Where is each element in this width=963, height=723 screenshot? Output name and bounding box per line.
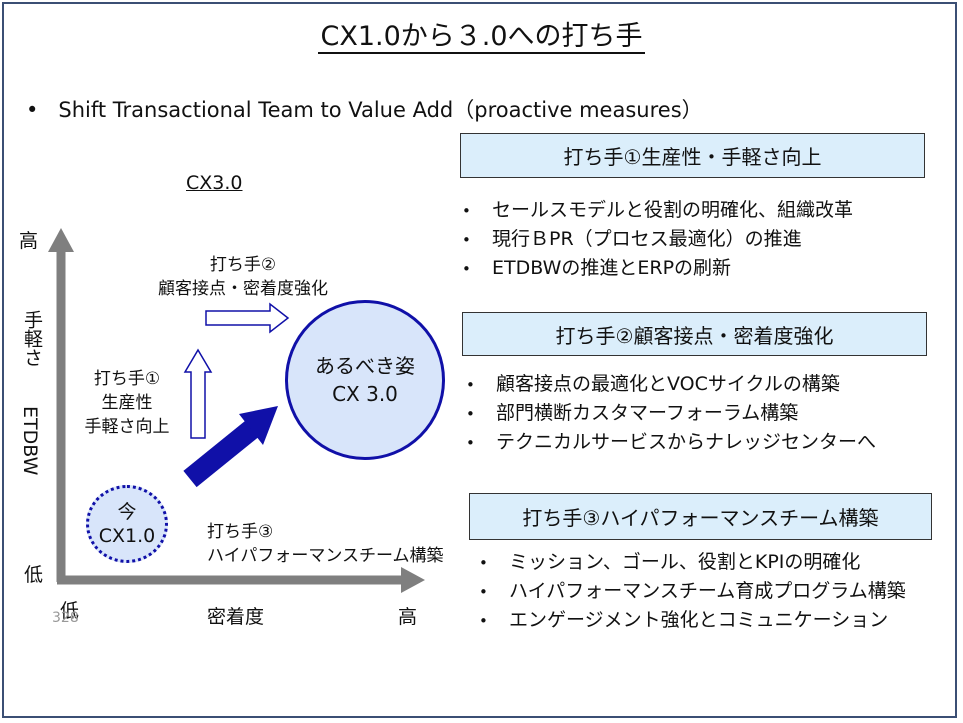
list-item: エンゲージメント強化とコミュニケーション (479, 606, 906, 635)
section3-list: ミッション、ゴール、役割とKPIの明確化 ハイパフォーマンスチーム育成プログラム… (479, 548, 906, 635)
x-axis-high-label: 高 (398, 606, 418, 628)
y-axis-arrowhead (48, 228, 74, 252)
y-axis-high-label: 高 (19, 230, 39, 252)
x-axis-label: 密着度 (207, 606, 265, 628)
subtitle-text: Shift Transactional Team to Value Add（pr… (58, 98, 703, 122)
measure3-label-line2: ハイパフォーマンスチーム構築 (207, 546, 444, 566)
section1-heading: 打ち手①生産性・手軽さ向上 (460, 133, 925, 178)
current-state-line2: CX1.0 (98, 525, 156, 547)
measure1-label-line2: 生産性 (101, 393, 153, 413)
list-item: 部門横断カスタマーフォーラム構築 (466, 399, 876, 428)
growth-arrow-shaft (183, 419, 260, 488)
target-state-line1: あるべき姿 (315, 354, 415, 378)
subtitle: • Shift Transactional Team to Value Add（p… (26, 94, 703, 124)
list-item: 現行ＢPR（プロセス最適化）の推進 (462, 225, 853, 254)
section1-list: セールスモデルと役割の明確化、組織改革 現行ＢPR（プロセス最適化）の推進 ET… (462, 196, 853, 283)
x-axis-low-label: 低 (60, 600, 80, 622)
diagram-heading: CX3.0 (186, 172, 243, 194)
section2-heading: 打ち手②顧客接点・密着度強化 (462, 312, 927, 356)
measure2-label-line1: 打ち手② (209, 255, 277, 275)
measure1-label-line3: 手軽さ向上 (84, 417, 170, 437)
section2-list: 顧客接点の最適化とVOCサイクルの構築 部門横断カスタマーフォーラム構築 テクニ… (466, 370, 876, 457)
measure2-label: 打ち手② 顧客接点・密着度強化 (138, 253, 348, 301)
target-state-circle: あるべき姿 CX 3.0 (285, 300, 445, 460)
list-item: 顧客接点の最適化とVOCサイクルの構築 (466, 370, 876, 399)
measure3-label-line1: 打ち手③ (207, 522, 274, 542)
list-item: ETDBWの推進とERPの刷新 (462, 254, 853, 283)
measure1-arrow (183, 348, 213, 439)
y-axis-low-label: 低 (24, 564, 44, 586)
measure2-arrow (205, 302, 290, 334)
list-item: ハイパフォーマンスチーム育成プログラム構築 (479, 577, 906, 606)
measure3-label: 打ち手③ ハイパフォーマンスチーム構築 (207, 520, 443, 568)
growth-arrow-head (239, 406, 278, 445)
list-item: セールスモデルと役割の明確化、組織改革 (462, 196, 853, 225)
bullet-dot: • (26, 98, 39, 122)
y-axis-label-ease: 手軽さ (21, 310, 43, 367)
measure1-label-line1: 打ち手① (93, 369, 161, 389)
measure1-label: 打ち手① 生産性 手軽さ向上 (72, 367, 182, 439)
list-item: テクニカルサービスからナレッジセンターへ (466, 428, 876, 457)
list-item: ミッション、ゴール、役割とKPIの明確化 (479, 548, 906, 577)
page-number: 328 (52, 610, 79, 626)
target-state-line2: CX 3.0 (332, 382, 398, 406)
current-state-line1: 今 (117, 501, 137, 523)
x-axis-arrowhead (401, 567, 425, 593)
current-state-circle: 今 CX1.0 (86, 485, 168, 563)
slide-title: CX1.0から３.0への打ち手 (318, 21, 645, 54)
measure2-label-line2: 顧客接点・密着度強化 (158, 279, 328, 299)
section3-heading: 打ち手③ハイパフォーマンスチーム構築 (469, 493, 932, 540)
y-axis-label-etdbw: ETDBW (19, 406, 41, 476)
